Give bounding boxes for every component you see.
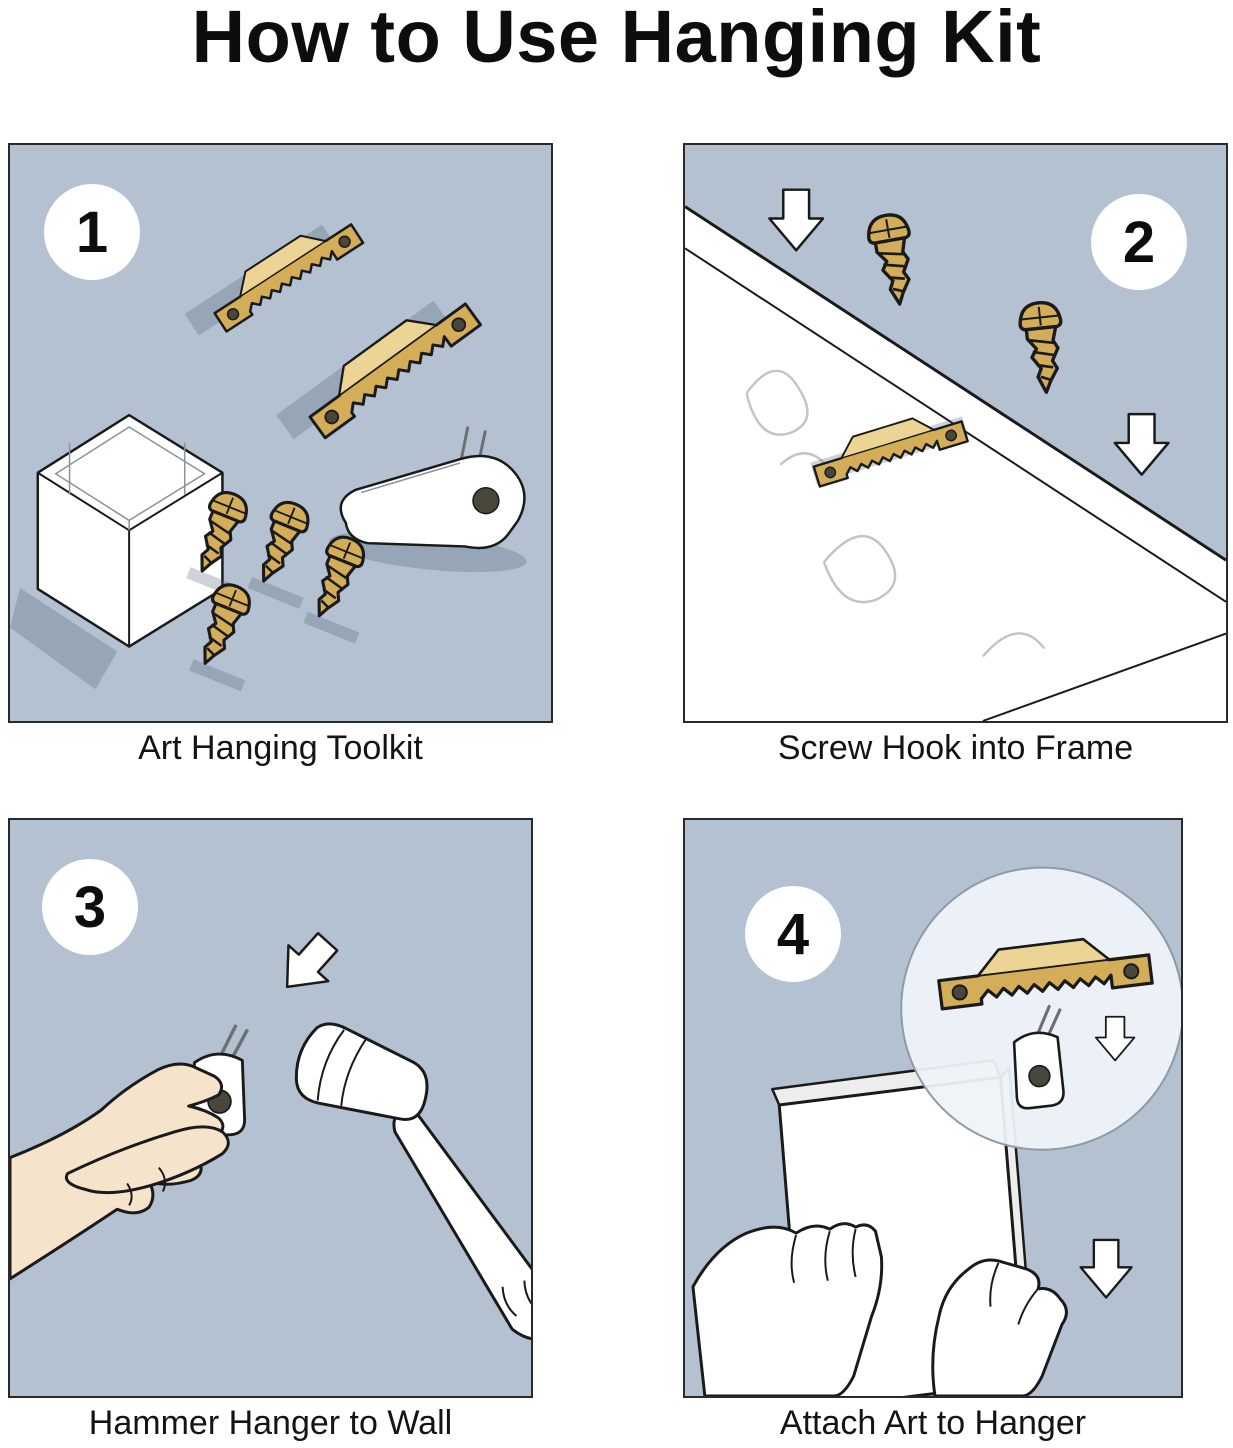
step-3-number-badge: 3: [42, 859, 138, 955]
step-2-caption: Screw Hook into Frame: [777, 729, 1134, 767]
step-4-number-badge: 4: [745, 886, 841, 982]
hand-icon: [10, 1062, 230, 1281]
step-1-number-badge: 1: [44, 184, 140, 280]
magnifier-circle-icon: [900, 866, 1181, 1151]
frame-molding-icon: [685, 205, 1226, 721]
panel-step-1: 1: [8, 143, 553, 723]
hand-icon: [931, 1258, 1068, 1396]
step-number: 3: [73, 874, 107, 940]
step-2-number-badge: 2: [1091, 194, 1187, 290]
screw-shadow: [247, 577, 304, 609]
screw-shadow: [189, 659, 246, 692]
step-number: 2: [1122, 209, 1156, 275]
storage-box-icon: [10, 413, 224, 690]
panel-step-3: 3: [8, 818, 533, 1398]
screw-shadow: [303, 611, 360, 644]
step-3-caption: Hammer Hanger to Wall: [88, 1404, 453, 1442]
panel-step-4: 4: [683, 818, 1183, 1398]
page-title: How to Use Hanging Kit: [191, 0, 1042, 78]
panel-step-2: 2: [683, 143, 1228, 723]
hammer-icon: [294, 1022, 531, 1341]
step-1-caption: Art Hanging Toolkit: [138, 729, 423, 767]
step-number: 1: [75, 199, 109, 265]
step-4-caption: Attach Art to Hanger: [779, 1404, 1087, 1442]
step-4-illustration: [685, 820, 1181, 1396]
hand-icon: [691, 1222, 884, 1396]
step-number: 4: [776, 901, 810, 967]
wall-hook-icon: [328, 426, 527, 573]
